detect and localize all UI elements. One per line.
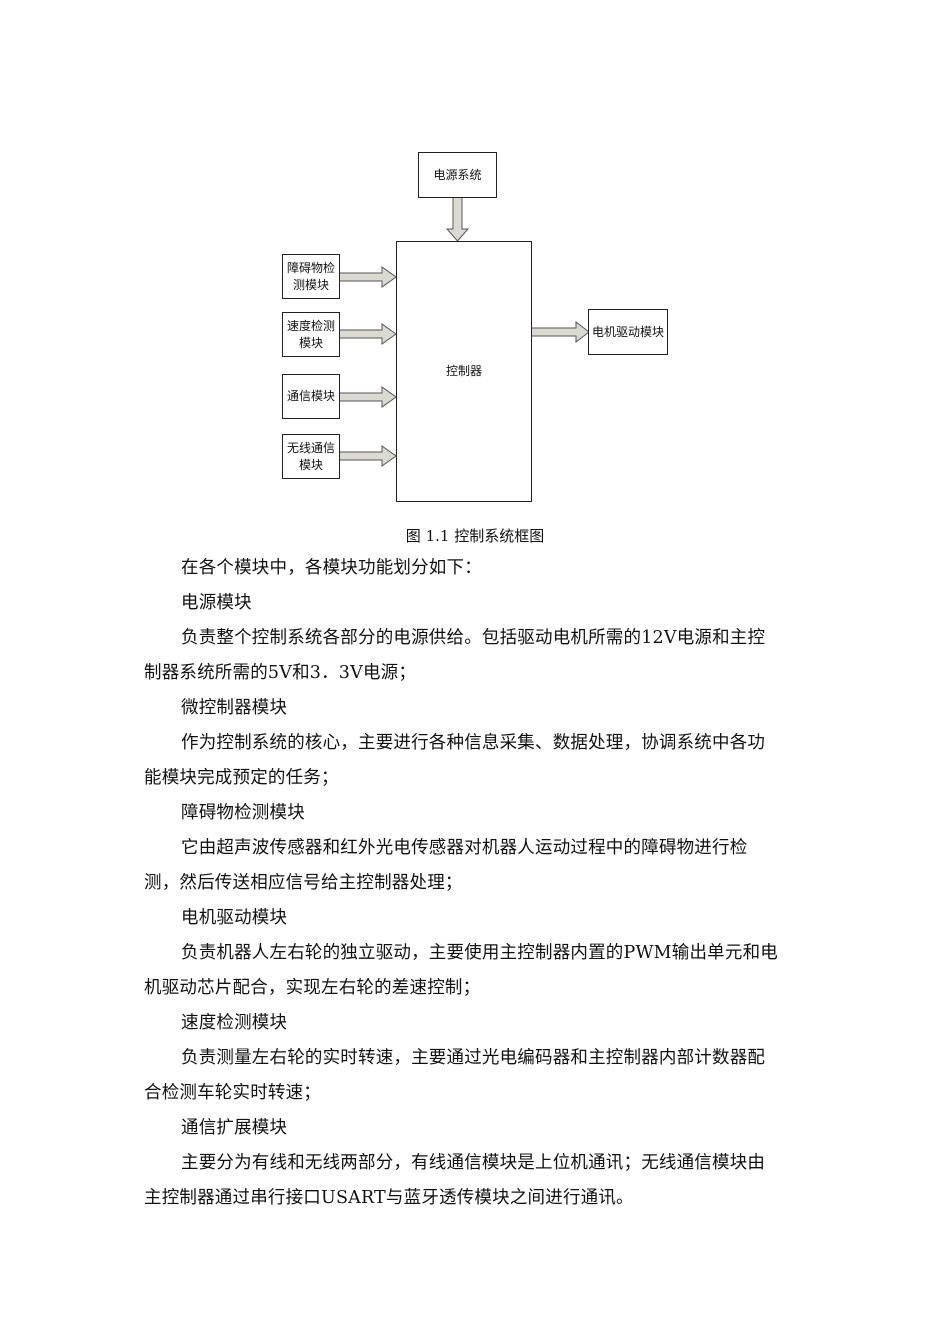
arrow-power-to-controller (445, 196, 470, 242)
motor-driver-box: 电机驱动模块 (588, 309, 668, 355)
text-line: 通信扩展模块 (181, 1118, 288, 1138)
text-line: 速度检测模块 (181, 1013, 288, 1033)
text-line: 主要分为有线和无线两部分，有线通信模块是上位机通讯；无线通信模块由 (181, 1153, 766, 1173)
arrow-controller-to-motor (530, 320, 590, 344)
text-line: 制器系统所需的5V和3．3V电源； (144, 663, 417, 683)
speed-detection-box: 速度检测 模块 (282, 312, 340, 357)
text-line: 障碍物检测模块 (181, 803, 305, 823)
text-line: 它由超声波传感器和红外光电传感器对机器人运动过程中的障碍物进行检 (181, 838, 748, 858)
text-line: 微控制器模块 (181, 698, 288, 718)
text-line: 作为控制系统的核心，主要进行各种信息采集、数据处理，协调系统中各功 (181, 733, 766, 753)
text-line: 电源模块 (181, 593, 252, 613)
text-line: 负责整个控制系统各部分的电源供给。包括驱动电机所需的12V电源和主控 (181, 628, 766, 648)
communication-box: 通信模块 (282, 374, 340, 419)
text-line: 机驱动芯片配合，实现左右轮的差速控制； (144, 978, 481, 998)
text-line: 电机驱动模块 (181, 908, 288, 928)
figure-caption: 图 1.1 控制系统框图 (405, 527, 545, 545)
text-line: 测，然后传送相应信号给主控制器处理； (144, 873, 463, 893)
controller-box: 控制器 (396, 241, 532, 502)
arrow-obstacle-to-controller (338, 266, 397, 288)
arrow-speed-to-controller (338, 323, 397, 345)
text-line: 合检测车轮实时转速； (144, 1083, 321, 1103)
obstacle-detection-box: 障碍物检 测模块 (282, 254, 340, 299)
arrow-comm-to-controller (338, 386, 397, 408)
text-line: 主控制器通过串行接口USART与蓝牙透传模块之间进行通讯。 (144, 1188, 634, 1208)
text-line: 负责测量左右轮的实时转速，主要通过光电编码器和主控制器内部计数器配 (181, 1048, 766, 1068)
power-system-box: 电源系统 (418, 152, 497, 198)
body-text: 在各个模块中，各模块功能划分如下： 电源模块负责整个控制系统各部分的电源供给。包括… (144, 551, 809, 1216)
arrow-wireless-to-controller (338, 445, 397, 467)
wireless-communication-box: 无线通信 模块 (282, 434, 340, 479)
text-line: 在各个模块中，各模块功能划分如下： (181, 558, 482, 578)
text-line: 负责机器人左右轮的独立驱动，主要使用主控制器内置的PWM输出单元和电 (181, 943, 778, 963)
diagram-arrows (338, 196, 590, 467)
text-line: 能模块完成预定的任务； (144, 768, 339, 788)
